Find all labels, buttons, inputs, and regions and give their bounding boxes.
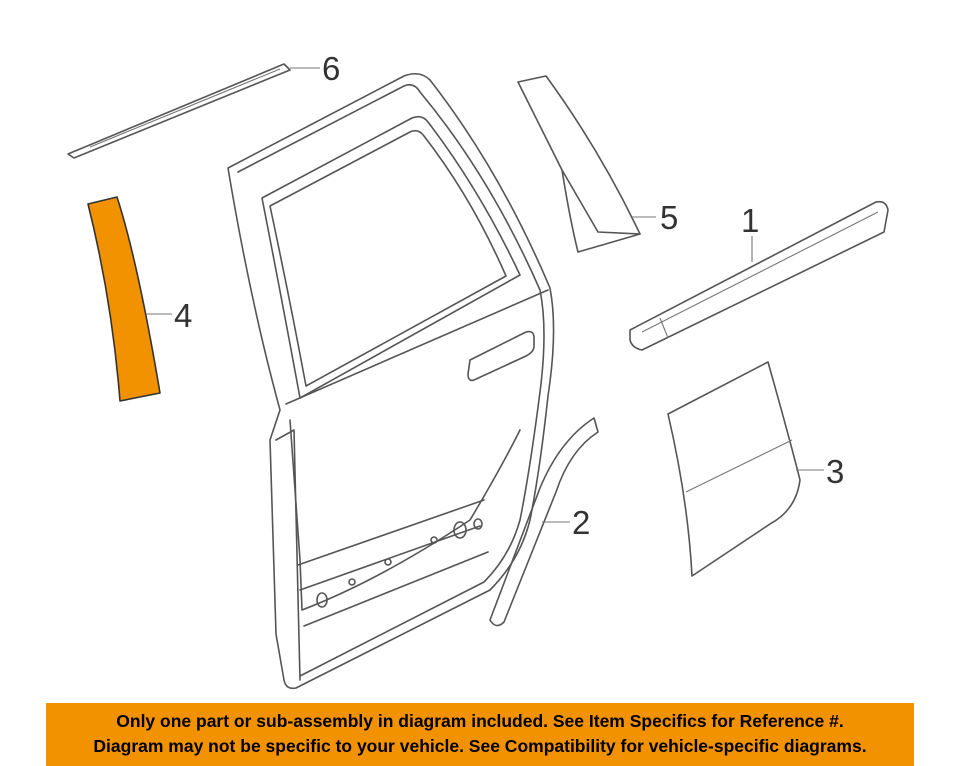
part-2-wheel-molding [489,417,599,627]
callout-2: 2 [572,504,590,541]
part-3-lower-panel [667,361,801,577]
part-4-applique-highlighted[interactable] [87,196,161,402]
callout-5: 5 [660,199,678,236]
disclaimer-line-1: Only one part or sub-assembly in diagram… [116,711,844,731]
part-5-applique [517,75,641,253]
callout-6: 6 [322,50,340,87]
callout-1: 1 [741,202,759,239]
callout-3: 3 [826,453,844,490]
callout-4: 4 [174,297,192,334]
part-6-molding-strip [67,63,291,159]
leader-lines [146,67,824,523]
disclaimer-line-2: Diagram may not be specific to your vehi… [93,736,867,756]
rear-door-assembly [227,72,555,690]
part-1-body-molding [629,200,889,351]
disclaimer-banner: Only one part or sub-assembly in diagram… [46,703,914,766]
